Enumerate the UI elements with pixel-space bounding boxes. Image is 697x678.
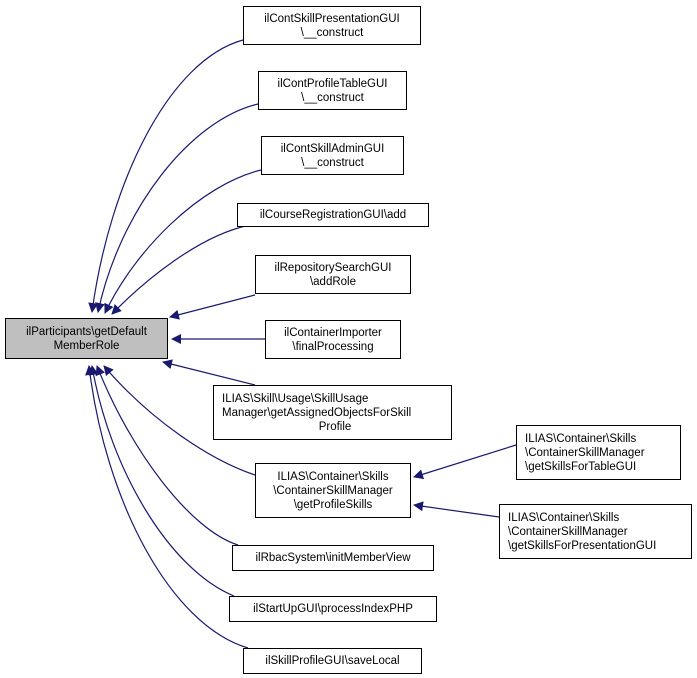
node-label-line: \ContainerSkillManager [525,446,645,459]
node-label-line: \__construct [300,26,364,39]
node-label-line: ILIAS\Container\Skills [525,432,637,445]
edge-n11-to-root [85,365,249,649]
root-node-get-default-member-role[interactable]: ilParticipants\getDefault MemberRole [5,318,168,359]
node-course-registration-gui-add[interactable]: ilCourseRegistrationGUI\add [237,203,429,227]
edge-n4-to-root [111,224,251,315]
node-start-up-gui-process-index-php[interactable]: ilStartUpGUI\processIndexPHP [229,596,437,622]
node-label-line: ILIAS\Container\Skills [277,470,389,483]
node-cont-skill-admin-gui-construct[interactable]: ilContSkillAdminGUI \__construct [261,136,404,175]
node-label-line: ilContSkillPresentationGUI [264,12,400,25]
node-label-line: ilContProfileTableGUI [277,77,388,90]
edge-n8-to-root [103,365,256,476]
node-label-line: Profile [318,420,352,433]
node-rbac-system-init-member-view[interactable]: ilRbacSystem\initMemberView [232,545,434,571]
node-repository-search-gui-add-role[interactable]: ilRepositorySearchGUI \addRole [255,255,411,294]
node-skill-profile-gui-save-local[interactable]: ilSkillProfileGUI\saveLocal [243,648,422,674]
edge-n5-to-root [169,294,256,320]
node-cont-skill-presentation-gui-construct[interactable]: ilContSkillPresentationGUI \__construct [243,6,421,45]
node-label-line: \getProfileSkills [293,498,373,511]
node-label-line: \ContainerSkillManager [508,525,628,538]
node-label-line: ILIAS\Skill\Usage\SkillUsage [222,392,369,405]
node-label-line: ilContSkillAdminGUI [280,142,385,155]
node-label-line: ILIAS\Container\Skills [508,511,620,524]
edge-n7-to-root [162,359,256,386]
node-label-line: ilRepositorySearchGUI [274,261,392,274]
edge-n2-to-root [95,103,259,313]
node-label-line: ilCourseRegistrationGUI\add [259,209,407,221]
node-label-line: \getSkillsForPresentationGUI [508,539,657,552]
node-container-importer-final-processing[interactable]: ilContainerImporter \finalProcessing [265,320,401,359]
node-label-line: \getSkillsForTableGUI [525,460,637,473]
edge-n9-to-root [95,365,239,546]
node-label-line: Manager\getAssignedObjectsForSkill [222,406,412,419]
node-label-line: ilStartUpGUI\processIndexPHP [253,603,413,615]
edge-n12-to-n8 [413,444,517,480]
edge-n1-to-root [88,39,244,313]
node-label-line: \ContainerSkillManager [273,484,393,497]
node-container-skill-manager-get-skills-for-presentation-gui[interactable]: ILIAS\Container\Skills \ContainerSkillMa… [499,504,692,559]
node-skill-usage-manager-get-assigned-objects[interactable]: ILIAS\Skill\Usage\SkillUsage Manager\get… [213,385,452,440]
node-label-line: ilSkillProfileGUI\saveLocal [265,655,400,667]
node-label-line: \__construct [301,91,364,104]
node-label-line: MemberRole [53,339,120,352]
node-label-line: \finalProcessing [292,340,374,353]
node-label-line: ilContainerImporter [284,326,382,339]
edge-n3-to-root [104,169,262,314]
node-cont-profile-table-gui-construct[interactable]: ilContProfileTableGUI \__construct [258,71,407,110]
node-label-line: ilRbacSystem\initMemberView [255,552,411,564]
node-label-line: \addRole [309,275,357,288]
edge-n10-to-root [88,365,235,597]
edge-n13-to-n8 [413,501,500,518]
node-label-line: ilParticipants\getDefault [26,325,147,338]
node-container-skill-manager-get-profile-skills[interactable]: ILIAS\Container\Skills \ContainerSkillMa… [255,463,411,518]
node-container-skill-manager-get-skills-for-table-gui[interactable]: ILIAS\Container\Skills \ContainerSkillMa… [516,425,681,480]
node-label-line: \__construct [301,156,364,169]
